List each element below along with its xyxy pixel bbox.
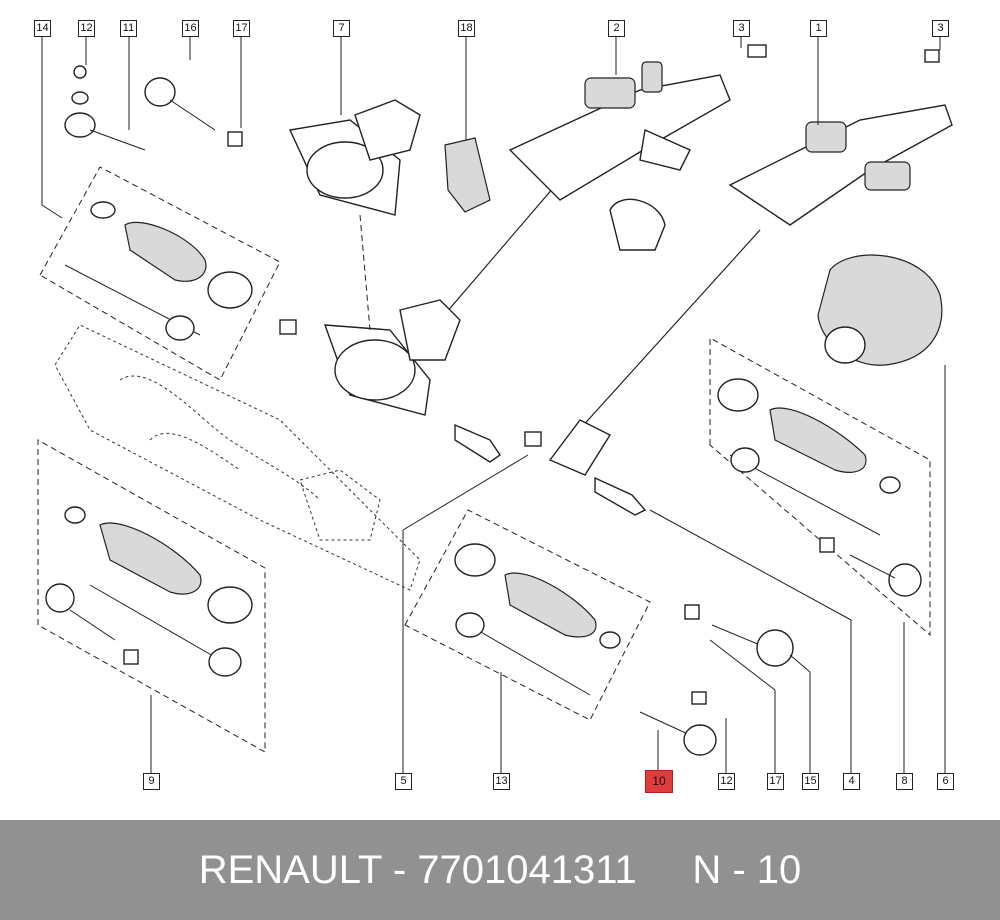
parts-diagram: 1 2 3 3 4 5 6 7 8 9 10 11 12 12 13 14 15… [34, 20, 954, 793]
callout-6[interactable]: 6 [937, 773, 954, 790]
bracket-18 [444, 137, 491, 213]
bolt-3 [747, 44, 767, 58]
callout-15[interactable]: 15 [802, 773, 819, 790]
group-13-parts [454, 543, 621, 696]
tie-rod-end-10 [639, 691, 717, 756]
part-number: 7701041311 [417, 848, 637, 892]
group-box-14 [39, 166, 281, 381]
brand-name: RENAULT [198, 848, 382, 892]
callout-16[interactable]: 16 [182, 20, 199, 37]
callout-3[interactable]: 3 [733, 20, 750, 37]
dust-boot-6 [817, 254, 943, 366]
exploded-view-drawing [37, 37, 953, 773]
callout-4[interactable]: 4 [843, 773, 860, 790]
nut-b [524, 431, 542, 447]
steering-gear-housing-7 [288, 99, 421, 216]
callout-17b[interactable]: 17 [767, 773, 784, 790]
group-8-parts [717, 378, 922, 597]
tie-rod-end-16 [144, 77, 243, 147]
bolt-5 [594, 476, 647, 516]
leader-lines [41, 37, 946, 773]
steering-column-upper [439, 61, 731, 321]
diagram-position: N - 10 [692, 848, 802, 892]
callout-3b[interactable]: 3 [932, 20, 949, 37]
callout-7[interactable]: 7 [333, 20, 350, 37]
bolt-3b [924, 49, 940, 63]
callout-9[interactable]: 9 [143, 773, 160, 790]
group-14-parts [64, 201, 253, 341]
group-box-9 [37, 439, 266, 753]
callout-1[interactable]: 1 [810, 20, 827, 37]
callout-5[interactable]: 5 [395, 773, 412, 790]
steering-gear-housing [323, 299, 461, 416]
group-9-parts [45, 506, 253, 677]
callout-10-highlighted[interactable]: 10 [645, 770, 673, 793]
callout-8[interactable]: 8 [896, 773, 913, 790]
callout-17[interactable]: 17 [233, 20, 250, 37]
footer-bar: RENAULT - 7701041311 N - 10 [0, 820, 1000, 920]
tie-rod-end-15 [684, 604, 794, 667]
callout-14[interactable]: 14 [34, 20, 51, 37]
bolt-4 [454, 423, 501, 463]
callout-2[interactable]: 2 [608, 20, 625, 37]
steering-column-lower [548, 104, 953, 476]
callout-12b[interactable]: 12 [718, 773, 735, 790]
nut [279, 319, 297, 335]
callout-18[interactable]: 18 [458, 20, 475, 37]
callout-12[interactable]: 12 [78, 20, 95, 37]
tie-rod-end-11 [64, 65, 146, 151]
footer-caption: RENAULT - 7701041311 N - 10 [198, 848, 802, 892]
callout-11[interactable]: 11 [120, 20, 137, 37]
callout-13[interactable]: 13 [493, 773, 510, 790]
group-box-13 [404, 509, 651, 721]
group-box-8 [709, 337, 931, 637]
steering-rack-outline [54, 324, 421, 591]
